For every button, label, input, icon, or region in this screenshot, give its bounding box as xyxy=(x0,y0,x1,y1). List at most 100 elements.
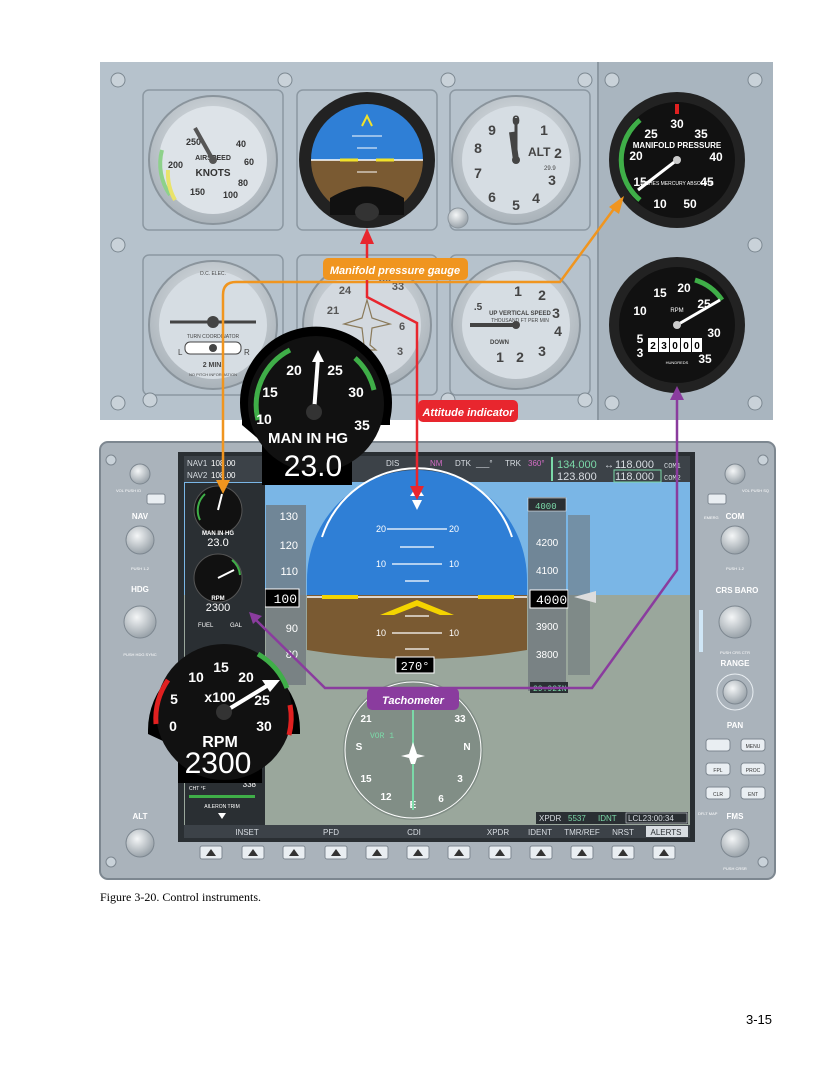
hdg-knob[interactable] xyxy=(123,605,157,639)
hdg-knob-label: HDG xyxy=(131,585,149,594)
vsi-tick-1: 1 xyxy=(514,283,522,299)
com-tuning-knob[interactable] xyxy=(720,525,750,555)
zt-scale: x100 xyxy=(204,689,235,705)
com-swap-button[interactable] xyxy=(707,493,727,505)
as-tape-120: 120 xyxy=(280,540,298,552)
zm-tick-20: 20 xyxy=(286,362,302,378)
left-bezel-controls: VOL PUSH ID NAV PUSH 1-2 HDG PUSH HDG SY… xyxy=(105,454,166,868)
zt-title: RPM xyxy=(202,734,238,751)
alt-tick-3: 3 xyxy=(548,172,556,188)
tachometer-leader xyxy=(255,398,679,690)
alt-tick-8: 8 xyxy=(474,140,482,156)
zt-tick-20: 20 xyxy=(238,669,254,685)
vsi-title: UP VERTICAL SPEED xyxy=(489,311,551,317)
nav-tuning-knob[interactable] xyxy=(125,525,155,555)
altimeter: 0 1 2 3 4 5 6 7 8 9 ALT 29.9 xyxy=(451,95,581,225)
proc-label: PROC xyxy=(746,768,761,774)
range-pan-joystick[interactable] xyxy=(722,679,748,705)
dflt-map-label: DFLT MAP xyxy=(698,811,718,816)
alt-tape-4200: 4200 xyxy=(536,538,559,549)
manifold-pressure-gauge: 10 15 20 25 30 35 40 45 50 MANIFOLD PRES… xyxy=(609,92,745,228)
crs-baro-label: CRS BARO xyxy=(716,586,759,595)
analog-tachometer: 5 10 15 20 25 30 35 3 RPM 2 3 0 0 0 HUND… xyxy=(609,257,745,393)
nav-swap-button[interactable] xyxy=(146,493,166,505)
turn-coordinator: D.C. ELEC. TURN COORDINATOR 2 MIN. NO PI… xyxy=(148,260,278,390)
hsi-s: S xyxy=(356,742,363,753)
alt-tick-1: 1 xyxy=(540,122,548,138)
crs-baro-knob[interactable] xyxy=(718,605,752,639)
direct-to-button[interactable] xyxy=(705,738,731,752)
nav-volume-knob[interactable] xyxy=(129,463,151,485)
fms-label: FMS xyxy=(727,812,745,821)
zt-tick-5: 5 xyxy=(170,691,178,707)
softkey-label-inset: INSET xyxy=(235,828,259,837)
tach-tick-35: 35 xyxy=(698,352,712,366)
altimeter-knob xyxy=(447,207,469,229)
mp-tick-20: 20 xyxy=(629,149,643,163)
cht-value: 338 xyxy=(243,780,257,789)
fpl-button[interactable] xyxy=(705,762,731,776)
hsi-33: 33 xyxy=(454,714,466,725)
as-tape-90: 90 xyxy=(286,623,298,635)
fms-knob[interactable] xyxy=(720,828,750,858)
dtk-value: ___° xyxy=(475,459,493,468)
vertical-speed-indicator: 1 2 3 4 .5 1 2 3 UP VERTICAL SPEED THOUS… xyxy=(451,260,581,390)
tc-left: L xyxy=(178,348,183,357)
manifold-callout-label: Manifold pressure gauge xyxy=(323,258,468,280)
mp-sub: INCHES MERCURY ABSOLUTE xyxy=(640,181,714,187)
ent-button[interactable] xyxy=(740,786,766,800)
zt-tick-15: 15 xyxy=(213,659,229,675)
attitude-callout-text: Attitude indicator xyxy=(421,407,514,419)
softkey-label-tmr-ref: TMR/REF xyxy=(564,828,600,837)
alt-knob-label: ALT xyxy=(133,812,148,821)
airspeed-tick-250: 250 xyxy=(186,137,201,147)
counter-digit-1: 2 xyxy=(650,341,656,352)
alt-knob[interactable] xyxy=(125,828,155,858)
push-crs-label: PUSH CRS CTR xyxy=(720,650,750,655)
panel-screws xyxy=(110,72,763,411)
alt-tick-6: 6 xyxy=(488,189,496,205)
range-label: RANGE xyxy=(721,659,751,668)
fuel-label: FUEL xyxy=(198,623,214,629)
com-vol-label: VOL PUSH SQ xyxy=(742,488,769,493)
attitude-callout-label: Attitude indicator xyxy=(418,400,518,422)
com-push12-label: PUSH 1-2 xyxy=(726,566,745,571)
com-volume-knob[interactable] xyxy=(724,463,746,485)
mp-tick-40: 40 xyxy=(709,150,723,164)
hsi-n: N xyxy=(463,742,470,753)
menu-button[interactable] xyxy=(740,738,766,752)
mini-rpm-value: 2300 xyxy=(206,602,230,614)
airspeed-unit: KNOTS xyxy=(196,168,231,179)
vsi-tick-half: .5 xyxy=(474,302,483,313)
pitch-20-right: 20 xyxy=(449,524,459,534)
hi-tick-24: 24 xyxy=(339,285,352,297)
as-tape-110: 110 xyxy=(280,566,298,578)
softkey-label-cdi: CDI xyxy=(407,828,421,837)
attitude-display: 20 20 10 10 10 10 xyxy=(307,467,527,659)
nav-push12-label: PUSH 1-2 xyxy=(131,566,150,571)
airspeed-indicator: 250 200 150 40 60 80 100 AIRSPEED KNOTS xyxy=(148,95,278,225)
hsi-12: 12 xyxy=(380,792,392,803)
mp-tick-25: 25 xyxy=(644,127,658,141)
vsi-tape xyxy=(568,515,590,675)
tc-top: D.C. ELEC. xyxy=(200,271,226,277)
analog-attitude-indicator xyxy=(299,92,435,228)
page-number: 3-15 xyxy=(746,1012,773,1027)
trk-value: 360° xyxy=(528,459,545,468)
clr-button[interactable] xyxy=(705,786,731,800)
tach-sub: HUNDREDS xyxy=(666,360,689,365)
hdg-sync-label: PUSH HDG SYNC xyxy=(123,652,156,657)
zt-tick-0: 0 xyxy=(169,718,177,734)
tach-tick-5: 5 xyxy=(637,332,644,346)
nav2-label: NAV2 xyxy=(187,471,208,480)
counter-digit-3: 0 xyxy=(672,341,678,352)
proc-button[interactable] xyxy=(740,762,766,776)
emerg-label: EMERG xyxy=(704,515,719,520)
pitch-10-right: 10 xyxy=(449,559,459,569)
nav-vol-label: VOL PUSH ID xyxy=(116,488,141,493)
mini-man-value: 23.0 xyxy=(207,537,228,549)
counter-digit-5: 0 xyxy=(694,341,700,352)
mp-tick-10: 10 xyxy=(653,197,667,211)
tach-tick-3: 3 xyxy=(637,346,644,360)
mini-man-label: MAN IN HG xyxy=(202,531,234,537)
